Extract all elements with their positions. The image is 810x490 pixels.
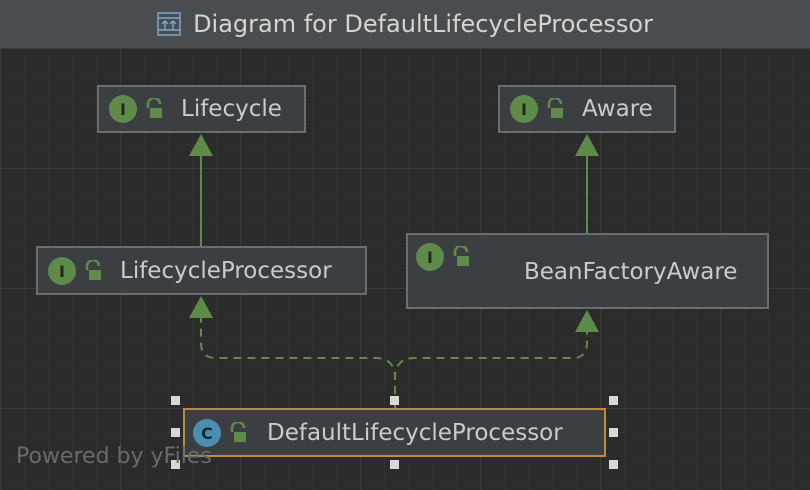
node-default-lifecycle-processor[interactable]: C DefaultLifecycleProcessor <box>183 408 606 457</box>
title-bar: Diagram for DefaultLifecycleProcessor <box>0 0 810 49</box>
resize-handle-s[interactable] <box>390 460 399 469</box>
interface-icon: I <box>510 95 538 123</box>
node-label: DefaultLifecycleProcessor <box>267 420 563 446</box>
resize-handle-nw[interactable] <box>171 396 180 405</box>
resize-handle-e[interactable] <box>609 428 618 437</box>
lock-icon <box>453 246 469 266</box>
resize-handle-se[interactable] <box>609 460 618 469</box>
interface-icon: I <box>48 257 76 285</box>
class-icon: C <box>193 419 221 447</box>
node-lifecycle[interactable]: I Lifecycle <box>97 85 306 133</box>
window-title: Diagram for DefaultLifecycleProcessor <box>193 10 653 38</box>
resize-handle-n[interactable] <box>390 396 399 405</box>
lock-icon <box>85 260 101 280</box>
node-lifecycle-processor[interactable]: I LifecycleProcessor <box>36 246 367 295</box>
node-label: Aware <box>582 96 653 122</box>
diagram-icon <box>157 12 181 36</box>
interface-icon: I <box>416 243 444 271</box>
node-label: BeanFactoryAware <box>524 259 738 285</box>
interface-icon: I <box>109 95 137 123</box>
resize-handle-ne[interactable] <box>609 396 618 405</box>
resize-handle-w[interactable] <box>171 428 180 437</box>
edge-lifecycleprocessor-to-lifecycle <box>189 134 213 246</box>
lock-icon <box>146 98 162 118</box>
node-label: LifecycleProcessor <box>120 258 332 284</box>
powered-by-watermark: Powered by yFiles <box>16 444 212 469</box>
node-bean-factory-aware[interactable]: I BeanFactoryAware <box>406 233 769 309</box>
node-aware[interactable]: I Aware <box>498 85 676 133</box>
node-label: Lifecycle <box>181 96 282 122</box>
edge-beanfactoryaware-to-aware <box>575 134 599 233</box>
lock-icon <box>230 422 246 442</box>
resize-handle-sw[interactable] <box>171 460 180 469</box>
lock-icon <box>547 98 563 118</box>
edge-default-to-interfaces <box>189 296 599 408</box>
